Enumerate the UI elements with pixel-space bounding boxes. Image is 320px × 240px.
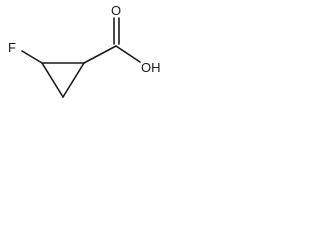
ring-bond-c2-c3 <box>62 62 85 98</box>
ring-bond-c1-c3 <box>41 62 64 98</box>
atom-fluorine: F <box>8 40 16 55</box>
atom-hydroxyl: OH <box>141 60 161 75</box>
bond-c-f <box>21 50 43 64</box>
atom-carbonyl-oxygen: O <box>111 3 121 18</box>
structure-diagram: F O OH <box>8 3 161 98</box>
bond-ring-carboxyl <box>83 45 117 64</box>
bond-c-oh <box>115 45 141 63</box>
